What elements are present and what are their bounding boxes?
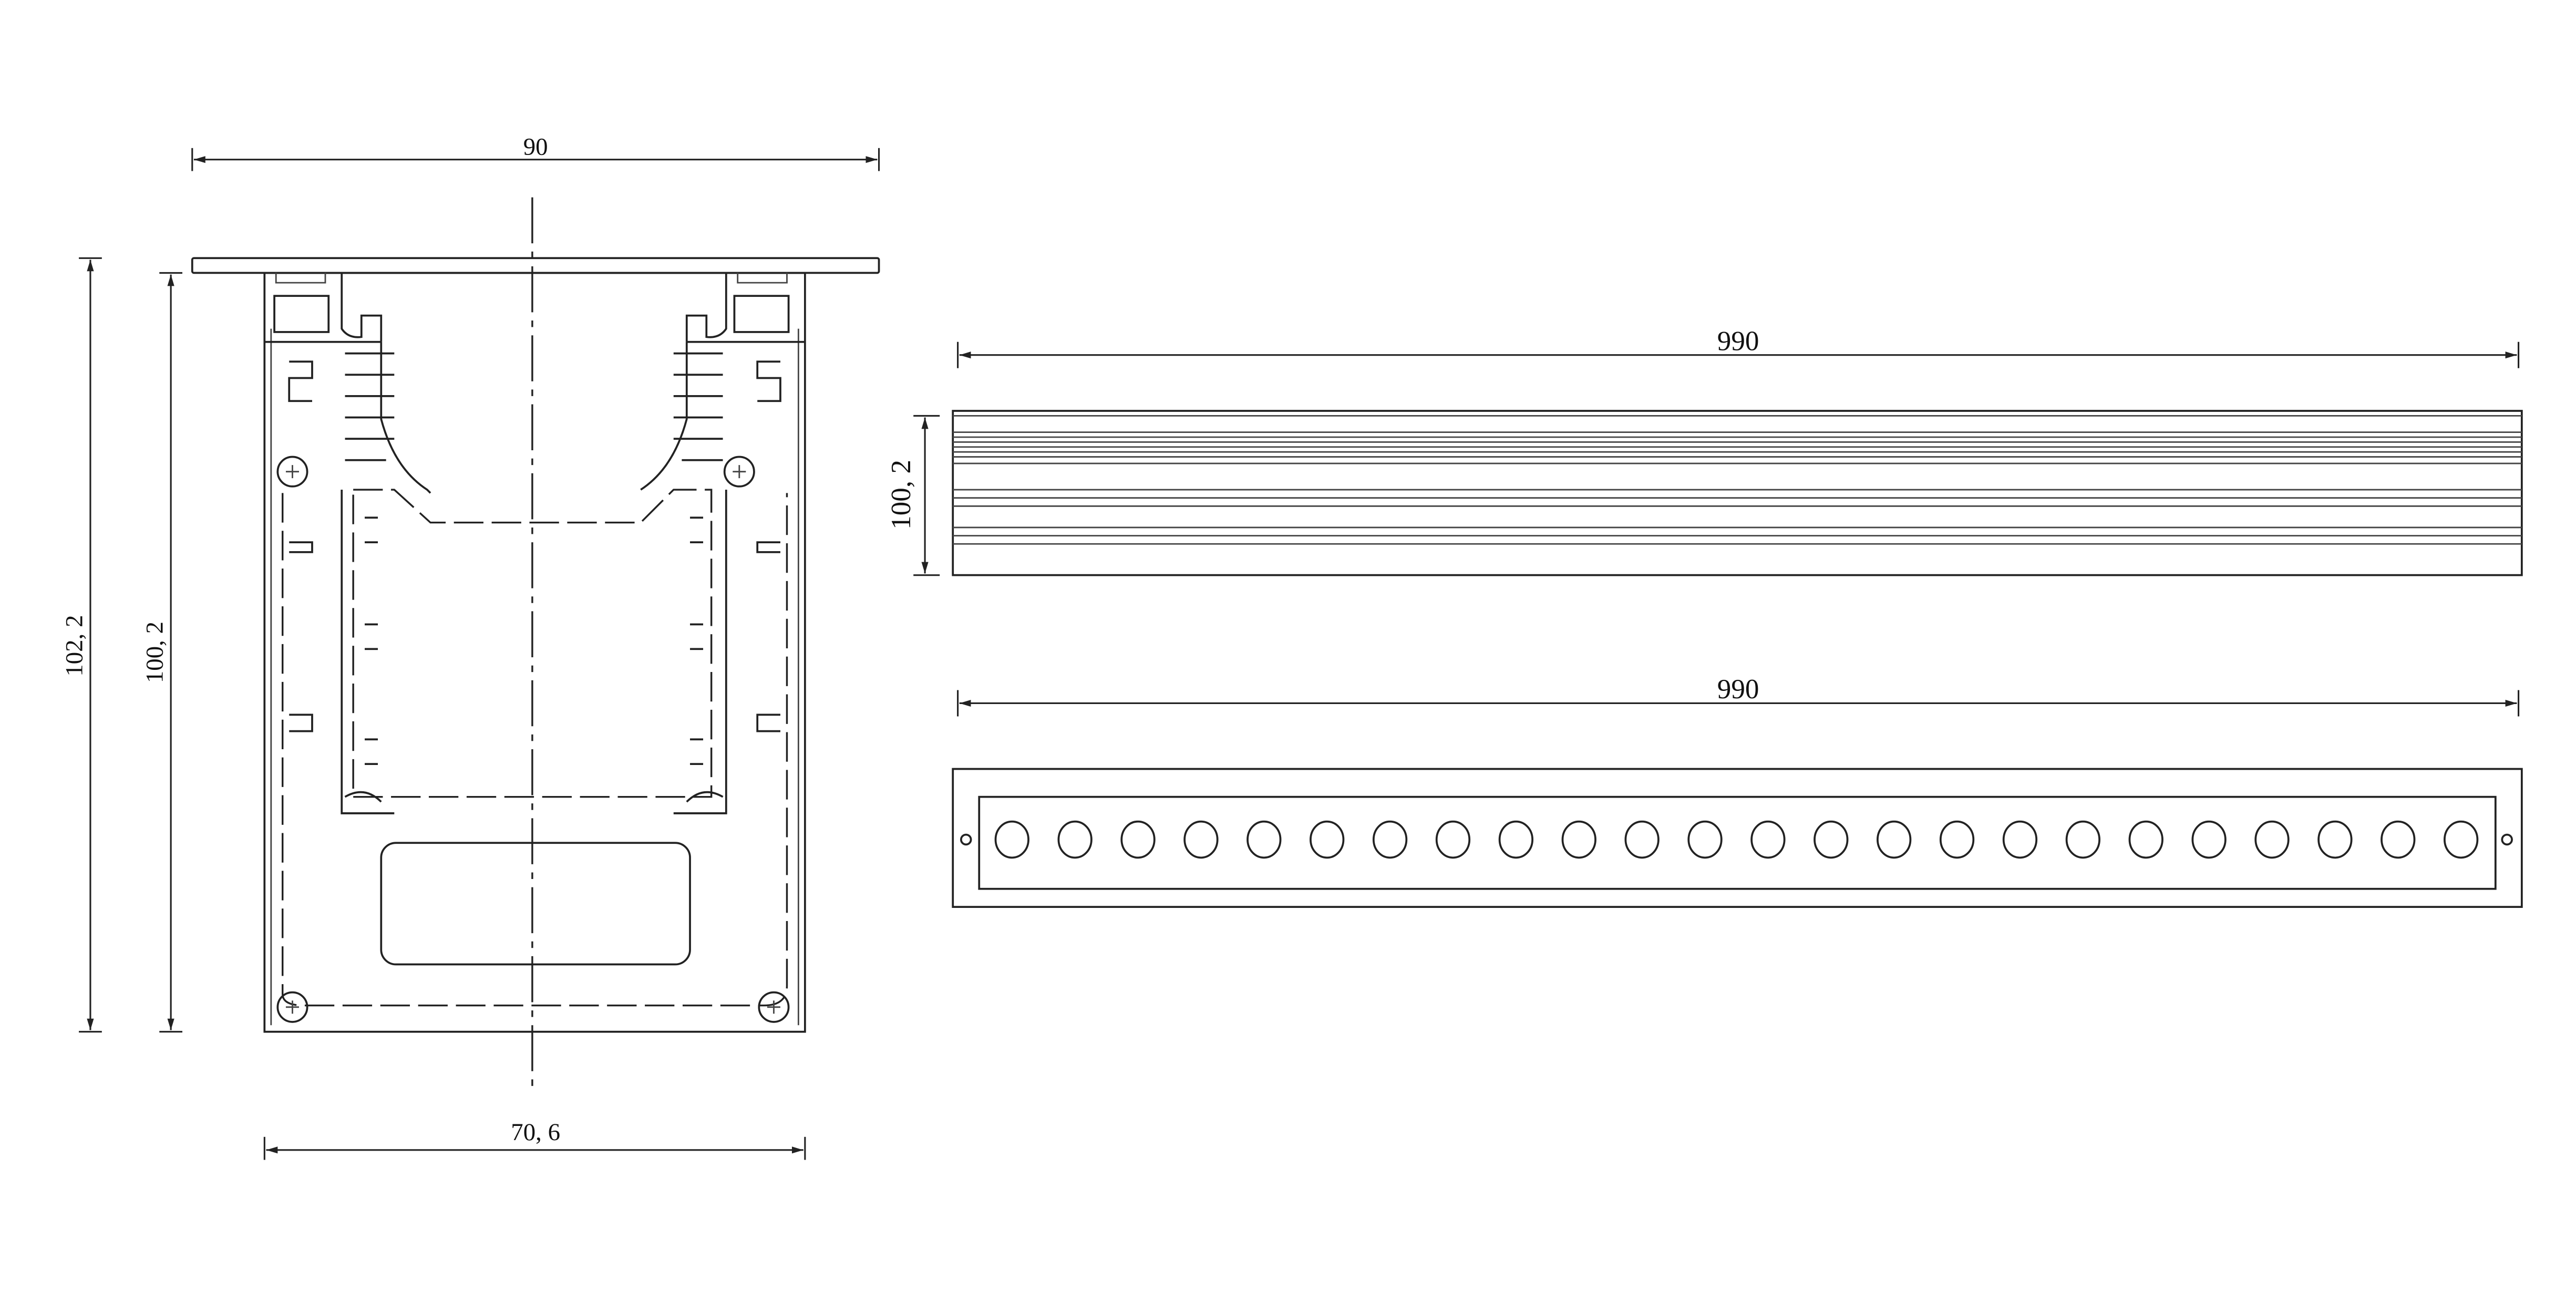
led-lens [1498, 820, 1534, 859]
dimension-bottom-width: 70, 6 [263, 1119, 806, 1160]
led-lens [1246, 820, 1282, 859]
dimension-length: 990 [957, 674, 2520, 717]
profile-front [952, 768, 2523, 908]
led-lens [2002, 820, 2038, 859]
screw-icon [276, 991, 308, 1023]
dimension-label: 102, 2 [60, 615, 88, 676]
led-lens [2191, 820, 2227, 859]
label-window [380, 842, 691, 966]
led-lens [2444, 820, 2479, 859]
channel [733, 295, 790, 333]
dimension-label: 100, 2 [141, 622, 169, 683]
screw-icon [723, 456, 755, 488]
led-array [994, 820, 2479, 859]
side-view: 990 100, 2 [886, 326, 2523, 576]
dimension-length: 990 [957, 326, 2520, 368]
led-lens [1435, 820, 1471, 859]
led-lens [1939, 820, 1975, 859]
dimension-label: 70, 6 [511, 1119, 560, 1146]
dimension-label: 990 [1717, 326, 1759, 356]
led-lens [2128, 820, 2163, 859]
led-lens [1372, 820, 1408, 859]
dimension-body-height: 100, 2 [141, 272, 183, 1033]
led-lens [2381, 820, 2416, 859]
profile-side [952, 410, 2523, 576]
led-lens [994, 820, 1029, 859]
led-lens [1687, 820, 1723, 859]
dimension-height: 100, 2 [886, 415, 940, 576]
led-lens [1183, 820, 1219, 859]
channel [273, 295, 330, 333]
screw-icon [276, 456, 308, 488]
dimension-overall-height: 102, 2 [60, 257, 102, 1033]
led-lens [1624, 820, 1660, 859]
led-lens [1877, 820, 1912, 859]
section-view: 90 102, 2 100, 2 70, 6 [60, 133, 880, 1160]
led-lens [1057, 820, 1093, 859]
led-lens [2254, 820, 2290, 859]
flange [191, 257, 880, 274]
led-lens [1120, 820, 1156, 859]
dimension-label: 100, 2 [886, 460, 916, 530]
housing-body [263, 272, 806, 1033]
led-lens [1750, 820, 1786, 859]
end-screw-icon [960, 833, 972, 846]
led-lens [1561, 820, 1596, 859]
led-lens [2317, 820, 2353, 859]
front-view: 990 [952, 674, 2523, 908]
lens-window [978, 795, 2497, 890]
dimension-label: 90 [523, 133, 548, 160]
dimension-top-width: 90 [191, 133, 880, 171]
dimension-label: 990 [1717, 674, 1759, 705]
screw-icon [758, 991, 790, 1023]
end-screw-icon [2501, 833, 2513, 846]
led-lens [1813, 820, 1849, 859]
led-lens [2065, 820, 2100, 859]
led-lens [1310, 820, 1345, 859]
